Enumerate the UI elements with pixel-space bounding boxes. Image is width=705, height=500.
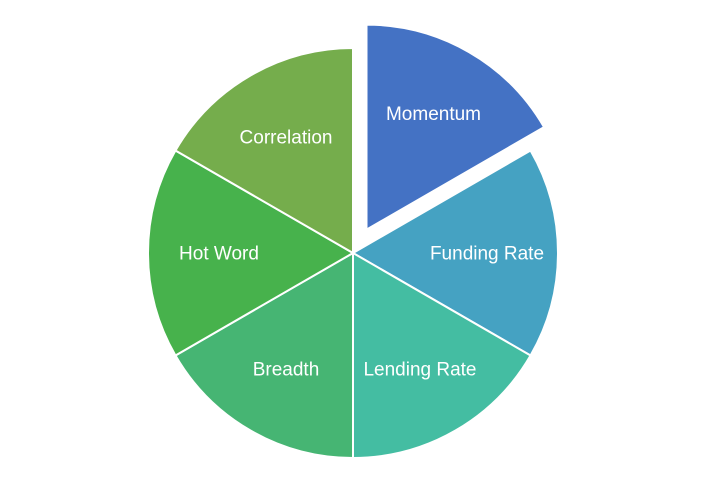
pie-slice-breadth[interactable] [174, 252, 354, 459]
pie-slice-momentum[interactable] [365, 23, 546, 231]
pie-slice-hot-word[interactable] [146, 149, 354, 357]
pie-slice-lending-rate[interactable] [352, 252, 532, 459]
pie-slice-correlation[interactable] [174, 47, 354, 254]
pie-slice-funding-rate[interactable] [352, 149, 560, 357]
